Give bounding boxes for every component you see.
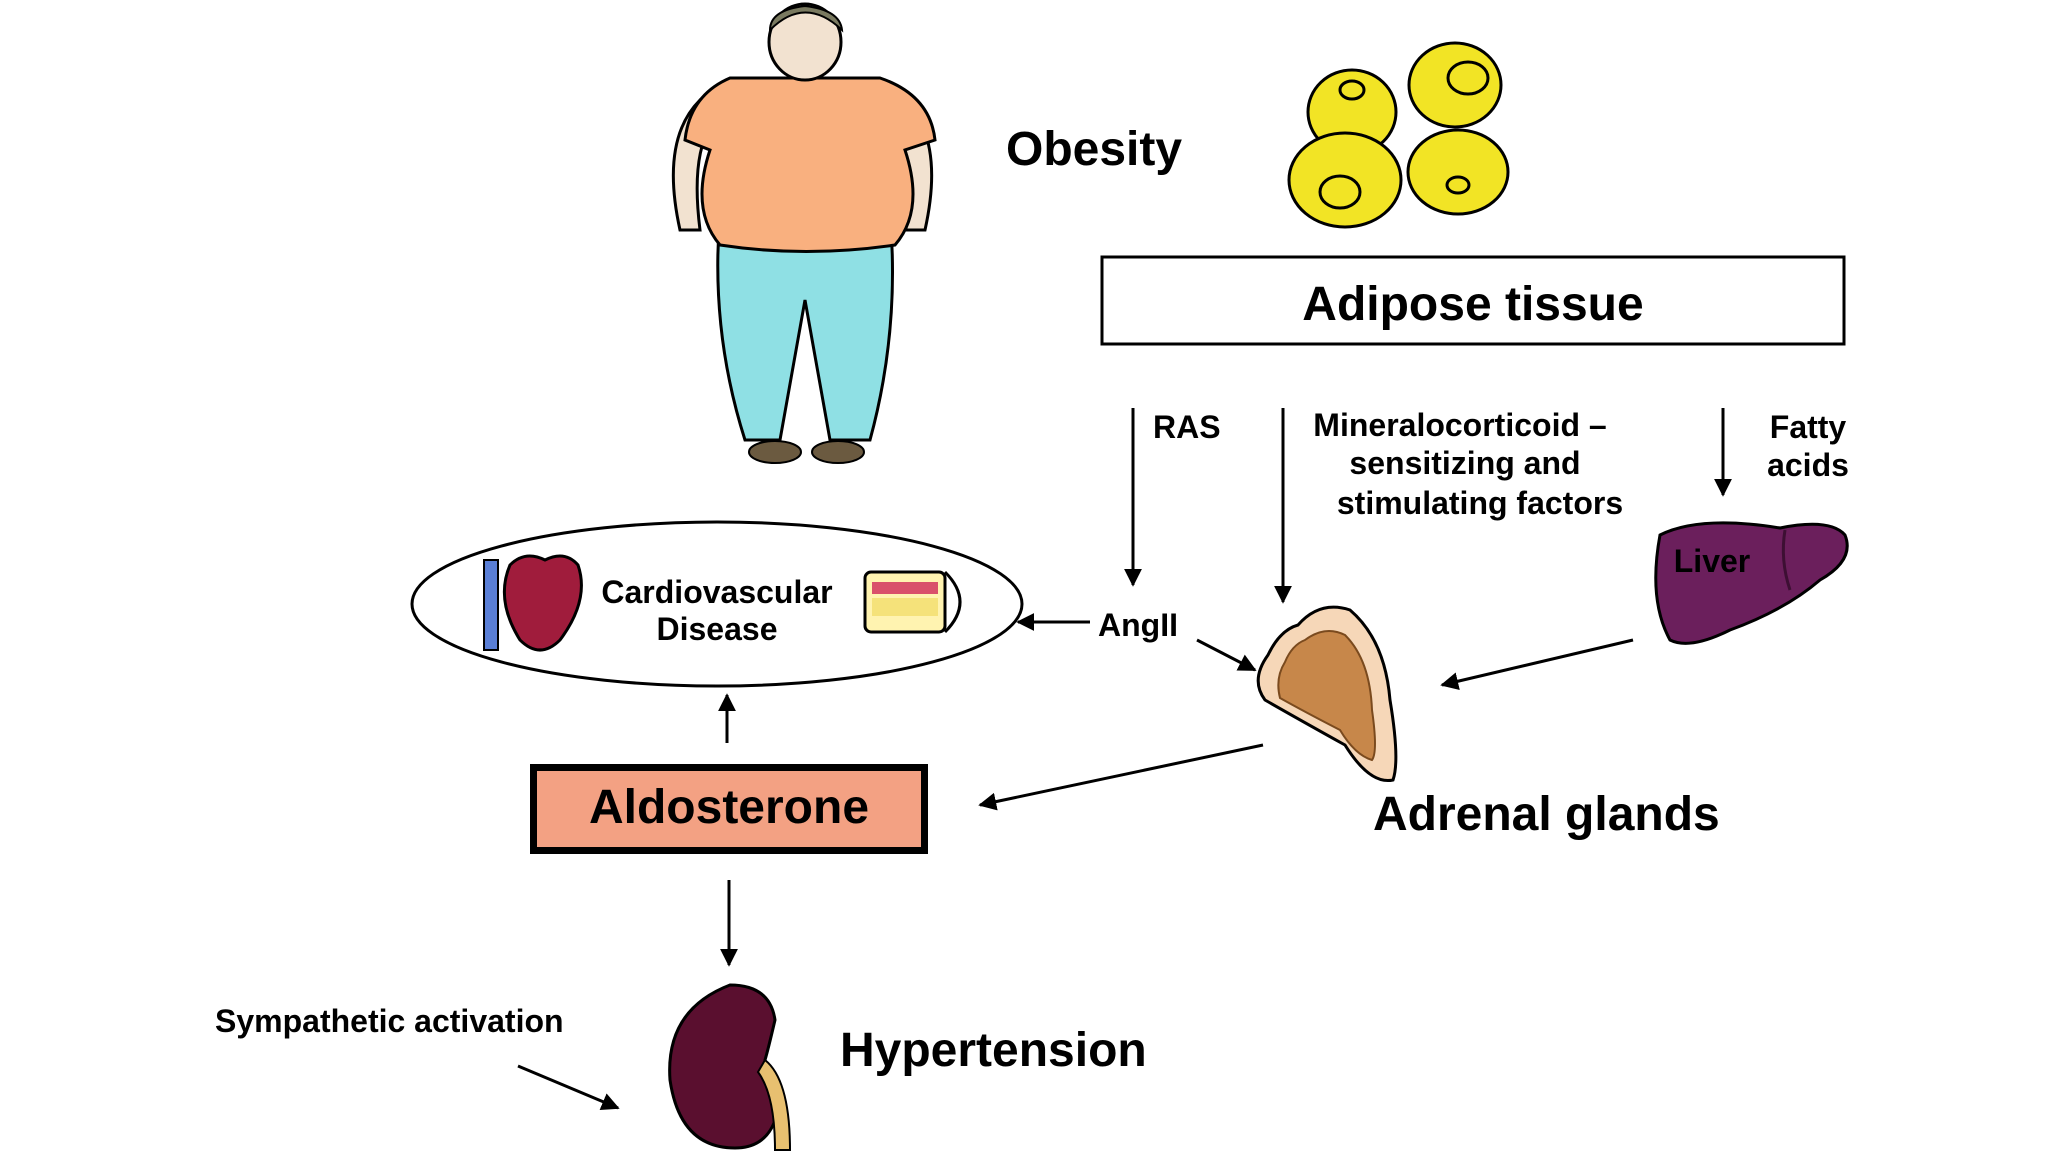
aldosterone-box — [537, 771, 921, 847]
adrenal-gland-illustration — [1256, 605, 1398, 783]
obese-person-illustration — [671, 2, 937, 464]
fatty-acids-label-line1: Fatty — [1770, 409, 1847, 445]
cvd-label-line1: Cardiovascular — [601, 574, 832, 610]
adrenal-to-aldosterone-arrow — [978, 743, 1264, 811]
liver-label: Liver — [1674, 543, 1750, 579]
sympathetic-activation-label: Sympathetic activation — [215, 1003, 564, 1039]
heart-icon — [483, 554, 583, 652]
kidney-illustration — [668, 983, 792, 1151]
hypertension-label: Hypertension — [840, 1024, 1147, 1077]
ras-label: RAS — [1153, 409, 1221, 445]
adrenal-glands-label: Adrenal glands — [1373, 788, 1720, 841]
artery-plaque-icon — [863, 570, 962, 634]
adipose-tissue-label: Adipose tissue — [1302, 278, 1643, 331]
angii-to-adrenal-arrow — [1196, 638, 1257, 672]
liver-to-adrenal-arrow — [1440, 638, 1634, 691]
aldosterone-label: Aldosterone — [589, 781, 869, 834]
adipose-tissue-box — [1100, 255, 1846, 346]
sympathetic-to-kidney-arrow — [517, 1064, 620, 1111]
mineralocorticoid-label-line2: sensitizing and — [1349, 445, 1580, 481]
mineralocorticoid-label-line1: Mineralocorticoid – — [1313, 407, 1606, 443]
mineralocorticoid-label-line3: stimulating factors — [1337, 485, 1623, 521]
liver-illustration — [1654, 521, 1849, 645]
obesity-label: Obesity — [1006, 123, 1182, 176]
fatty-acids-label-line2: acids — [1767, 447, 1849, 483]
cvd-label-line2: Disease — [657, 611, 778, 647]
angii-label: AngII — [1098, 607, 1178, 643]
fat-cells-illustration — [1287, 41, 1510, 229]
